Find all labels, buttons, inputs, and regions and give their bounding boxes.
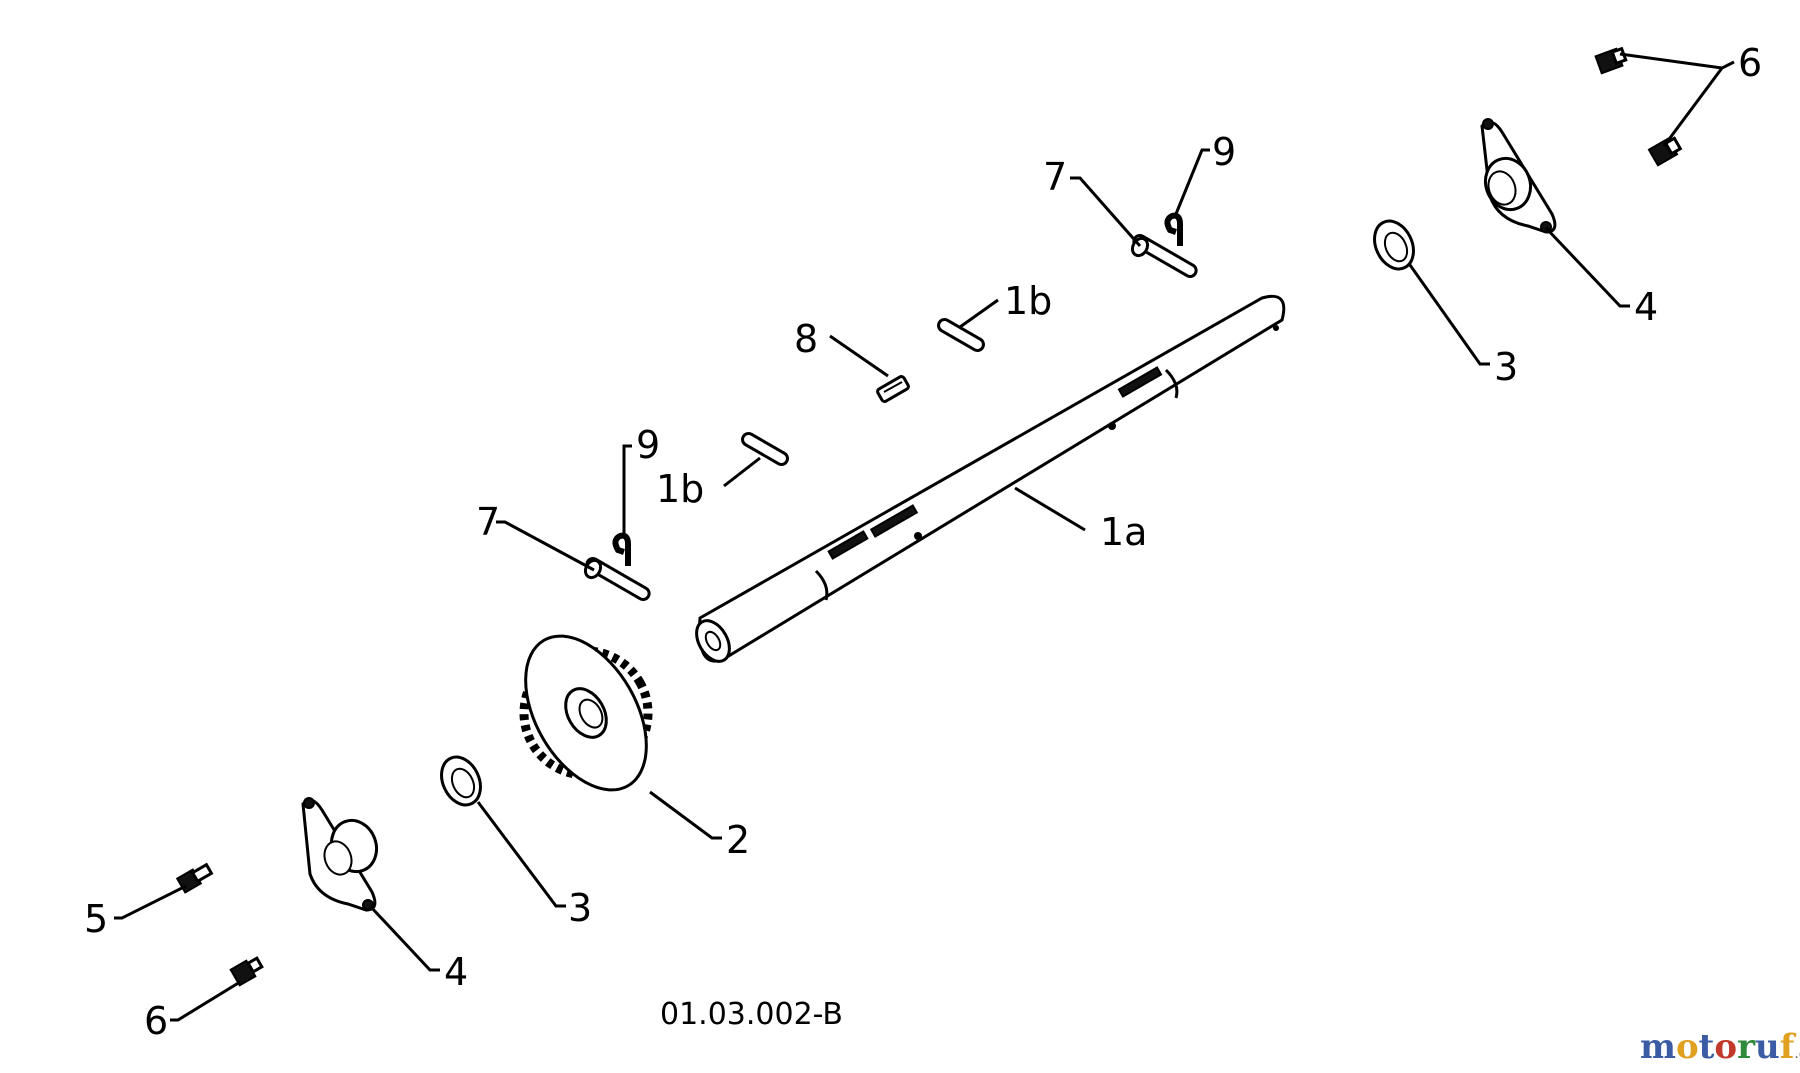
washer-left-leader [476, 801, 566, 908]
clip-right-leader [1174, 148, 1210, 215]
nut-right-leader-lower [1662, 60, 1735, 147]
key-lower-callout: 1b [656, 467, 704, 511]
sprocket-leader [649, 790, 722, 840]
nut-right-lower-part [1647, 136, 1683, 167]
sprocket-part [519, 634, 653, 792]
clip-left-part [612, 532, 631, 566]
pin-right-part [1130, 234, 1198, 278]
pin-right-callout: 7 [1043, 155, 1067, 199]
key-small-callout: 8 [794, 317, 818, 361]
pin-left-leader [496, 520, 595, 572]
washer-right-leader [1408, 264, 1490, 366]
washer-left-part [440, 755, 482, 807]
key-small-leader [829, 334, 889, 378]
pin-left-part [583, 557, 651, 601]
clip-right-part [1164, 212, 1183, 246]
key-upper-part [937, 318, 985, 352]
bearing-flange-left-part [301, 797, 379, 912]
bolt-part [175, 862, 214, 894]
shaft-part [695, 294, 1286, 663]
key-upper-callout: 1b [1004, 279, 1052, 323]
nut-right-leader-upper [1619, 52, 1723, 70]
shaft-callout: 1a [1100, 510, 1147, 554]
drawing-code: 01.03.002-B [660, 997, 843, 1032]
nut-left-part [229, 956, 264, 987]
clip-left-leader [622, 444, 632, 534]
sprocket-callout: 2 [726, 818, 750, 862]
bearing-flange-right-leader [1544, 226, 1630, 308]
key-small-part [876, 375, 910, 403]
bolt-leader [114, 884, 187, 920]
pin-right-leader [1070, 176, 1142, 247]
key-lower-part [741, 432, 789, 466]
pin-left-callout: 7 [476, 500, 500, 544]
washer-right-part [1373, 219, 1415, 271]
nut-left-leader [170, 980, 241, 1022]
washer-right-callout: 3 [1494, 345, 1518, 389]
key-lower-leader [723, 456, 761, 488]
key-upper-leader [959, 298, 999, 329]
bolt-callout: 5 [84, 897, 108, 941]
nut-right-callout: 6 [1738, 41, 1762, 85]
bearing-flange-right-callout: 4 [1634, 285, 1658, 329]
clip-left-callout: 9 [636, 423, 660, 467]
washer-left-callout: 3 [568, 886, 592, 930]
bearing-flange-left-callout: 4 [444, 950, 468, 994]
watermark-logo: motoruf.de [1640, 1027, 1800, 1067]
clip-right-callout: 9 [1212, 130, 1236, 174]
nut-right-upper-part [1594, 46, 1628, 75]
shaft-leader [1014, 486, 1086, 532]
bearing-flange-left-leader [368, 904, 440, 972]
bearing-flange-right-part [1480, 118, 1557, 234]
nut-left-callout: 6 [144, 999, 168, 1043]
svg-text:motoruf.de: motoruf.de [1640, 1027, 1800, 1067]
